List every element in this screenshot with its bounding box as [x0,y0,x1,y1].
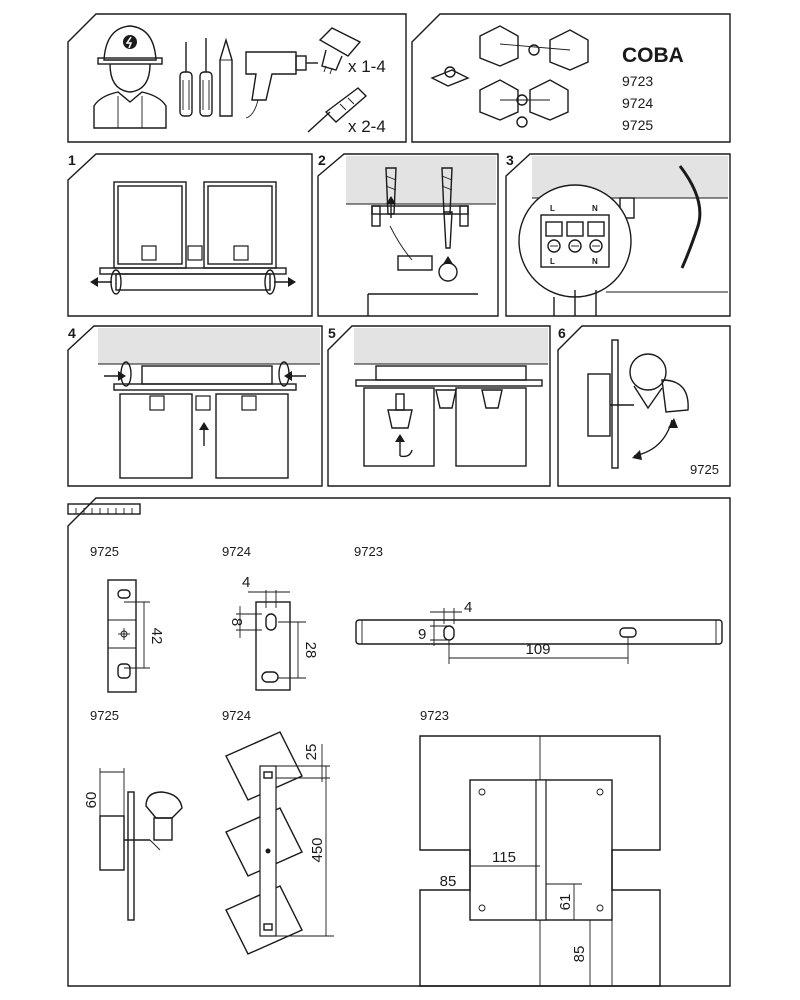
step-2-panel: 2 [317,152,499,317]
step-1-panel: 1 [67,152,313,317]
dim-9723-bracket: 9723 4 9 109 [354,544,723,664]
dim-9723-top-label: 9723 [420,708,449,723]
dim-9723-width: 4 [464,599,472,616]
dim-9724-height: 28 [302,642,319,659]
step-6-model-code: 9725 [690,462,719,477]
models-panel: COBA 9723 9724 9725 [411,13,731,143]
ruler-icon [67,503,141,515]
wire-label-n-top: N [592,204,598,213]
dim-9723-label: 9723 [354,544,383,559]
step-5-panel: 5 [327,325,551,487]
screw-2 [441,167,453,249]
bulb-quantity: x 1-4 [348,57,386,76]
dim-9724-top: 25 [303,744,320,761]
dim-9725-depth: 60 [83,792,100,809]
screw-quantity: x 2-4 [348,117,386,136]
dim-9724-width: 4 [242,574,250,591]
step-2-number: 2 [318,152,326,168]
dim-9725-side-label: 9725 [90,708,119,723]
dim-9723-length: 109 [525,641,550,658]
tools-panel: x 1-4 x 2-4 [67,13,407,143]
step-4-panel: 4 [67,325,323,487]
dim-9723-bottom: 85 [571,946,588,963]
gu10-bulb-icon [318,27,362,75]
wire-label-l-top: L [550,204,555,213]
dim-9724-top: 9724 25 450 [222,708,334,955]
step-3-number: 3 [506,152,514,168]
dim-9723-half-width: 115 [492,849,516,866]
dim-9724-bracket: 9724 4 8 28 [222,544,319,691]
dimensions-panel: 9725 42 9724 4 8 [67,497,731,987]
dim-9723-top: 9723 115 85 61 85 [419,708,661,987]
model-code-9725: 9725 [622,117,653,133]
dim-9723-side: 85 [440,873,457,890]
screwdriver-icon [179,38,213,117]
dim-9725-side: 9725 60 [83,708,183,921]
dim-9723-mount: 61 [557,894,574,911]
dim-9724-offset: 8 [228,618,245,626]
dim-9725-bracket: 9725 42 [90,544,165,693]
step-4-number: 4 [68,325,76,341]
dim-9724-label: 9724 [222,544,251,559]
step-3-panel: 3 L N L N [505,152,731,317]
wire-label-n-bottom: N [592,257,598,266]
dim-9724-length: 450 [309,837,326,862]
wire-label-l-bottom: L [550,257,555,266]
step-5-number: 5 [328,325,336,341]
pencil-icon [219,37,233,117]
step-1-number: 1 [68,152,76,168]
dim-9724-top-label: 9724 [222,708,251,723]
product-name: COBA [622,44,684,67]
dim-9725-height: 42 [148,628,165,645]
model-variants-illustration [430,25,589,128]
step-6-number: 6 [558,325,566,341]
electrician-icon [93,25,167,129]
terminal-block-detail: L N L N [518,184,632,298]
drill-icon [245,51,318,119]
model-code-9723: 9723 [622,73,653,89]
model-code-9724: 9724 [622,95,653,111]
screw-1 [385,167,397,218]
step-6-panel: 6 9725 [557,325,731,487]
wall-plug-icon [307,87,368,133]
dim-9723-height: 9 [418,626,426,643]
dim-9725-label: 9725 [90,544,119,559]
